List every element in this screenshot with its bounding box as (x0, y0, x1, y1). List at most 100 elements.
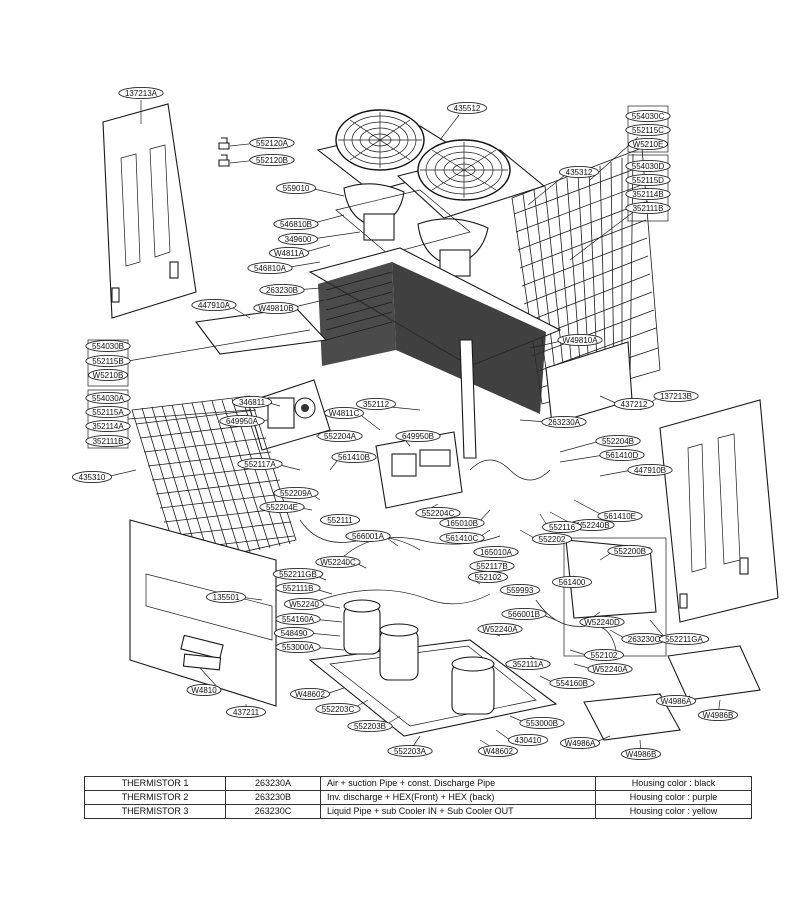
callout-label: 552200B (614, 547, 646, 556)
callout-553000b: 553000B (519, 716, 565, 730)
callout-label: W4811C (329, 409, 360, 418)
callout-label: 552120A (256, 139, 289, 148)
callout-bubble (697, 708, 739, 722)
callout-label: 552204E (266, 503, 298, 512)
callout-352111b: 352111B (85, 434, 131, 448)
callout-label: W48602 (295, 690, 325, 699)
part-callouts: 137213A552120A552120B435512554030C552115… (71, 86, 739, 761)
callout-561410e: 561410E (597, 509, 643, 523)
sensor-location: Air + suction Pipe + const. Discharge Pi… (320, 776, 596, 791)
callout-554160a: 554160A (275, 612, 321, 626)
callout-label: 552115C (632, 126, 664, 135)
part-code: 263230B (225, 790, 321, 805)
callout-437211: 437211 (225, 705, 267, 719)
thermistor-name: THERMISTOR 2 (84, 790, 226, 805)
callout-label: 552203A (394, 747, 427, 756)
callout-label: 552111B (283, 584, 314, 593)
callout-label: 554030C (632, 112, 665, 121)
callout-566001a: 566001A (345, 529, 391, 543)
callout-435512: 435512 (446, 101, 488, 115)
callout-bubble (477, 744, 519, 758)
callout-554030c: 554030C (625, 109, 671, 123)
callout-w52240d: W52240D (579, 615, 625, 629)
callout-bubble (118, 86, 164, 100)
callout-bubble (317, 429, 363, 443)
callout-label: W4986A (661, 697, 692, 706)
callout-bubble (315, 555, 361, 569)
callout-bubble (579, 615, 625, 629)
callout-w5210e: W5210E (627, 137, 669, 151)
callout-bubble (625, 159, 671, 173)
callout-bubble (87, 368, 129, 382)
callout-w48602: W48602 (477, 744, 519, 758)
callout-bubble (583, 648, 625, 662)
callout-label: 137213B (660, 392, 692, 401)
callout-label: 352114A (92, 422, 124, 431)
callout-559993: 559993 (499, 583, 541, 597)
callout-552117a: 552117A (237, 457, 283, 471)
callout-352114b: 352114B (625, 187, 671, 201)
callout-label: 352114B (632, 190, 663, 199)
callout-566001b: 566001B (501, 607, 547, 621)
callout-label: 552211GB (279, 570, 317, 579)
callout-bubble (247, 261, 293, 275)
callout-bubble (625, 109, 671, 123)
thermistor-name: THERMISTOR 3 (84, 804, 226, 819)
callout-552200b: 552200B (607, 544, 653, 558)
callout-263230b: 263230B (259, 283, 305, 297)
callout-649950a: 649950A (219, 414, 265, 428)
callout-label: 165010A (480, 548, 513, 557)
callout-label: 554030D (632, 162, 665, 171)
callout-552117b: 552117B (469, 559, 515, 573)
callout-bubble (191, 298, 237, 312)
front-grill (131, 395, 297, 567)
callout-bubble (253, 301, 299, 315)
callout-label: 552115B (92, 357, 123, 366)
callout-bubble (505, 657, 551, 671)
heat-exchanger-coil (308, 247, 562, 459)
callout-552111b: 552111B (275, 581, 321, 595)
callout-bubble (439, 531, 485, 545)
callout-label: W52240A (482, 625, 518, 634)
callout-bubble (501, 607, 547, 621)
callout-label: 546810A (254, 264, 287, 273)
callout-label: 263230A (548, 418, 581, 427)
callout-554030a: 554030A (85, 391, 131, 405)
callout-552120a: 552120A (249, 136, 295, 150)
callout-552204c: 552204C (415, 506, 461, 520)
callout-bubble (599, 448, 645, 462)
fan-guard-right (396, 139, 546, 219)
callout-bubble (415, 506, 461, 520)
callout-bubble (625, 201, 671, 215)
callout-bubble (85, 339, 131, 353)
base-trays (583, 645, 761, 741)
callout-label: 437211 (233, 708, 260, 717)
callout-bubble (275, 640, 321, 654)
base-plate (308, 639, 558, 737)
callout-552204b: 552204B (595, 434, 641, 448)
callout-label: 561410E (604, 512, 636, 521)
callout-label: 554160B (556, 679, 588, 688)
callout-label: 263230C (628, 635, 661, 644)
callout-552115d: 552115D (625, 173, 671, 187)
callout-label: 561400 (559, 578, 586, 587)
callout-label: 554030A (92, 394, 125, 403)
callout-bubble (531, 532, 573, 546)
callout-label: 135501 (213, 593, 240, 602)
callout-bubble (627, 463, 673, 477)
callout-552202: 552202 (531, 532, 573, 546)
callout-352114a: 352114A (85, 419, 131, 433)
callout-label: 552102 (591, 651, 618, 660)
callout-bubble (85, 391, 131, 405)
callout-bubble (507, 733, 549, 747)
callout-label: 435310 (79, 473, 106, 482)
callout-165010b: 165010B (439, 516, 485, 530)
callout-label: 552117B (476, 562, 507, 571)
callout-label: 566001A (352, 532, 385, 541)
callout-bubble (231, 395, 273, 409)
callout-bubble (587, 662, 633, 676)
callout-649950b: 649950B (395, 429, 441, 443)
callout-label: 649950B (402, 432, 434, 441)
callout-w49810b: W49810B (253, 301, 299, 315)
